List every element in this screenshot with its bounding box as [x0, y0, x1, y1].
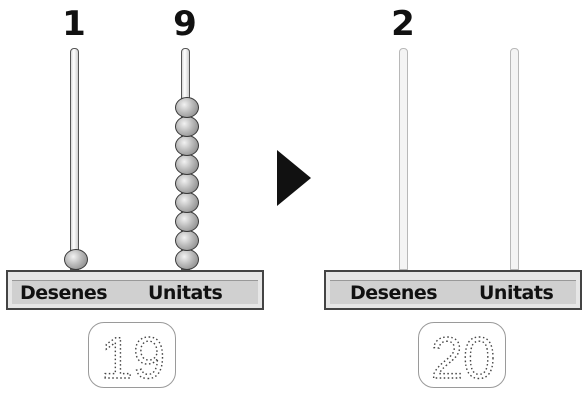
tens-digit: 1: [62, 4, 86, 44]
abacus-bead: [175, 135, 199, 156]
tens-label: Desenes: [350, 282, 438, 304]
abacus-bead: [175, 173, 199, 194]
tens-digit: 2: [391, 4, 415, 44]
abacus-bead: [175, 211, 199, 232]
abacus-base: [324, 270, 582, 310]
tens-rod: [70, 48, 79, 270]
units-label: Unitats: [148, 282, 223, 304]
number-trace-box: 19: [88, 322, 176, 389]
abacus-bead: [175, 116, 199, 137]
abacus-bead: [64, 249, 88, 270]
traced-number: 19: [100, 325, 166, 389]
abacus-base: [6, 270, 264, 310]
abacus-bead: [175, 249, 199, 270]
abacus-left: 1 9 Desenes Unitats 19: [6, 0, 266, 394]
abacus-bead: [175, 192, 199, 213]
svg-text:19: 19: [101, 326, 166, 389]
svg-text:20: 20: [431, 326, 496, 389]
units-label: Unitats: [479, 282, 554, 304]
units-rod: [510, 48, 519, 270]
abacus-bead: [175, 97, 199, 118]
tens-rod: [399, 48, 408, 270]
abacus-bead: [175, 230, 199, 251]
abacus-right: 2 Desenes Unitats 20: [324, 0, 583, 394]
right-triangle-arrow-icon: [277, 150, 311, 206]
tens-label: Desenes: [20, 282, 108, 304]
units-digit: 9: [173, 4, 197, 44]
traced-number: 20: [430, 325, 496, 389]
number-trace-box: 20: [418, 322, 506, 389]
abacus-bead: [175, 154, 199, 175]
